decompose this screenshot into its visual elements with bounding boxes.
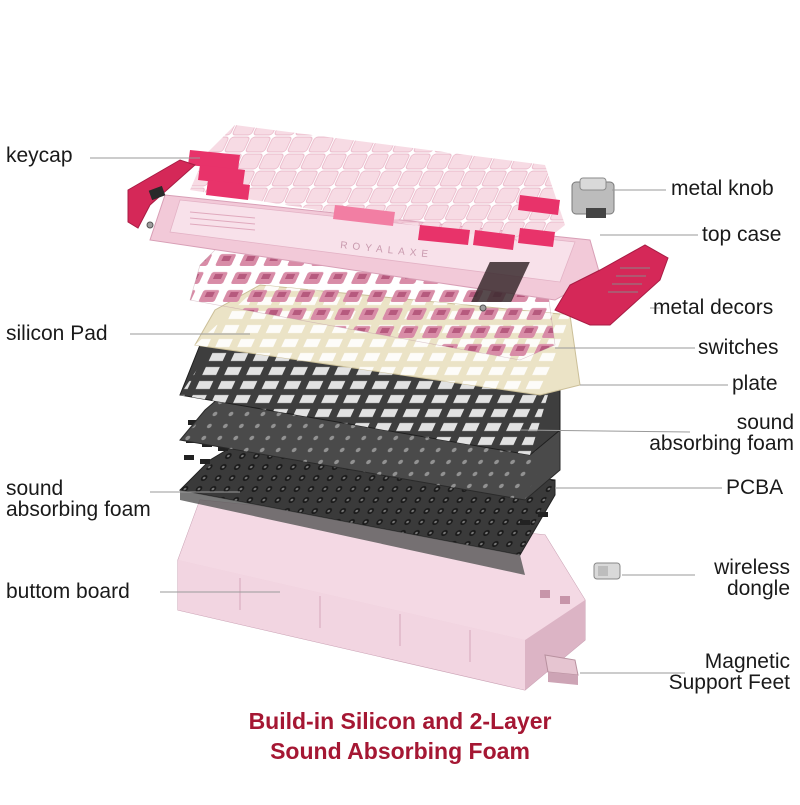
- metal-decor-left: [127, 159, 196, 229]
- wireless-dongle: [593, 562, 621, 580]
- label-silicon-pad: silicon Pad: [6, 322, 108, 345]
- screws: [146, 221, 487, 312]
- label-foam-left-line2: absorbing foam: [6, 498, 151, 521]
- label-top-case: top case: [702, 223, 782, 246]
- label-pcba: PCBA: [726, 476, 784, 499]
- label-wireless-dongle: wireless dongle: [714, 557, 790, 599]
- label-magnetic-feet: Magnetic Support Feet: [669, 651, 790, 693]
- metal-decor-right: [471, 244, 669, 326]
- caption-line2: Sound Absorbing Foam: [270, 738, 530, 764]
- label-foam-right-line1: sound: [736, 411, 794, 434]
- label-foam-right: sound absorbing foam: [649, 412, 794, 454]
- label-foam-right-line2: absorbing foam: [649, 432, 794, 455]
- label-switches: switches: [698, 336, 779, 359]
- label-wireless-line2: dongle: [726, 577, 790, 600]
- label-metal-decors: metal decors: [653, 296, 774, 319]
- metal-knob: [571, 177, 615, 218]
- label-foam-left-line1: sound: [6, 477, 64, 500]
- keycaps-layer: [188, 125, 565, 250]
- caption-line1: Build-in Silicon and 2-Layer: [248, 708, 552, 734]
- magnetic-support-feet: [544, 654, 579, 685]
- label-foam-left: sound absorbing foam: [6, 478, 151, 520]
- label-metal-knob: metal knob: [671, 177, 774, 200]
- label-plate: plate: [732, 372, 778, 395]
- leader-lines: [90, 157, 728, 674]
- label-wireless-line1: wireless: [714, 556, 790, 579]
- label-feet-line2: Support Feet: [668, 671, 790, 694]
- label-feet-line1: Magnetic: [704, 650, 790, 673]
- label-buttom-board: buttom board: [6, 580, 130, 603]
- label-keycap: keycap: [6, 144, 73, 167]
